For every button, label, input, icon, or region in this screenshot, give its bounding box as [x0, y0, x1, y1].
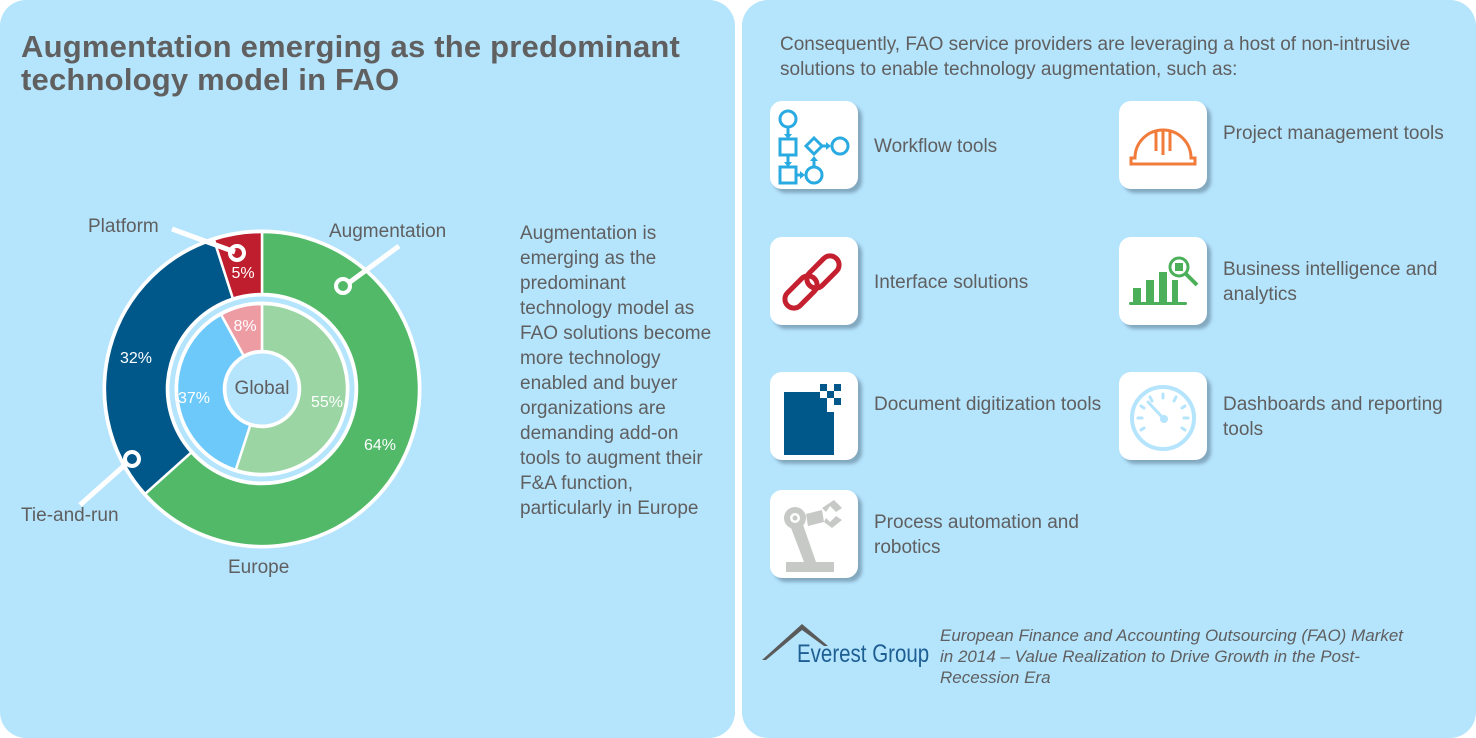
- chart-description: Augmentation is emerging as the predomin…: [520, 223, 712, 519]
- gauge-icon: [1119, 372, 1207, 460]
- global-label: Global: [234, 378, 290, 399]
- augmentation-label: Augmentation: [329, 221, 447, 242]
- augmentation-callout-line: [348, 243, 401, 285]
- tie-and-run-label: Tie-and-run: [21, 505, 119, 526]
- outer-border: [102, 229, 422, 549]
- platform-label: Platform: [88, 216, 159, 237]
- chain-link-icon: [770, 237, 858, 325]
- tie-and-run-callout-line: [78, 462, 128, 507]
- tie-and-run-callout-dot: [123, 450, 141, 468]
- nested-donut-chart: [78, 226, 422, 549]
- tool-label: Project management tools: [1223, 123, 1444, 144]
- everest-mountain-logo-icon: [762, 624, 828, 660]
- center-hole: [223, 350, 301, 428]
- augmentation-callout-dot: [334, 277, 352, 295]
- tool-label: Workflow tools: [874, 136, 998, 157]
- page-title: Augmentation emerging as the predominant…: [21, 29, 681, 97]
- europe-augmentation-pct: 64%: [363, 437, 397, 454]
- robot-arm-icon: [770, 490, 858, 578]
- platform-callout-dot: [228, 244, 246, 262]
- brand-logo-text: Everest Group: [797, 640, 930, 668]
- right-panel: Consequently, FAO service providers are …: [742, 0, 1476, 738]
- global-augmentation-pct: 55%: [310, 394, 344, 411]
- workflow-icon: [770, 101, 858, 189]
- source-citation: European Finance and Accounting Outsourc…: [940, 626, 1404, 687]
- tool-label: Process automation and robotics: [874, 512, 1079, 558]
- bar-chart-magnifier-icon: [1119, 237, 1207, 325]
- global-tie-and-run-pct: 37%: [177, 390, 211, 407]
- intro-text: Consequently, FAO service providers are …: [780, 34, 1411, 80]
- global-platform-pct: 8%: [233, 318, 257, 335]
- europe-platform-pct: 5%: [231, 265, 255, 282]
- left-panel: Augmentation emerging as the predominant…: [0, 0, 735, 738]
- tool-label: Business intelligence and analytics: [1223, 259, 1438, 305]
- europe-label: Europe: [228, 557, 290, 578]
- tool-label: Document digitization tools: [874, 394, 1102, 415]
- tool-label: Dashboards and reporting tools: [1223, 394, 1443, 440]
- tool-label: Interface solutions: [874, 272, 1029, 293]
- inner-ring-global: [175, 302, 349, 476]
- platform-callout-line: [171, 226, 236, 255]
- document-pixel-icon: [770, 372, 858, 460]
- europe-tie-and-run-pct: 32%: [119, 350, 153, 367]
- ring-separator-outer: [166, 293, 358, 485]
- hard-hat-icon: [1119, 101, 1207, 189]
